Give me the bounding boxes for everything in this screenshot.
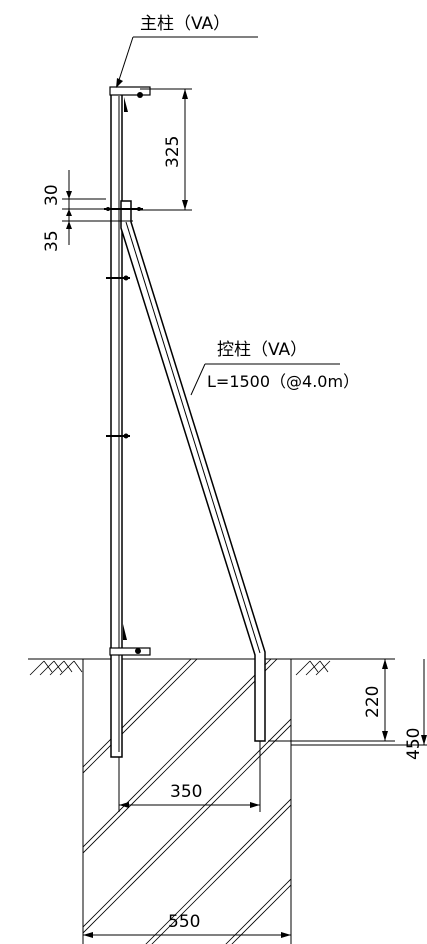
main-post-label: 主柱（VA） — [116, 14, 258, 88]
dimension-220: 220 — [268, 658, 395, 742]
dimension-550-text: 550 — [168, 912, 200, 932]
brace-length-label-text: L=1500（@4.0m） — [207, 372, 359, 391]
ground-surface — [28, 658, 331, 676]
dimension-450: 450 — [291, 659, 427, 760]
main-post-label-text: 主柱（VA） — [140, 14, 230, 34]
bolt-fittings — [104, 86, 151, 656]
dimension-220-text: 220 — [363, 686, 383, 718]
brace-post-label: 控柱（VA） L=1500（@4.0m） — [190, 340, 359, 396]
brace-post-label-text: 控柱（VA） — [217, 340, 307, 360]
main-post — [110, 89, 123, 758]
dimension-350-text: 350 — [170, 782, 202, 802]
dimension-35-text: 35 — [42, 230, 62, 252]
brace-post — [120, 200, 266, 742]
dimension-350: 350 — [118, 741, 261, 812]
dimension-325-text: 325 — [163, 136, 183, 168]
dimension-30-35: 30 35 — [42, 170, 133, 252]
dimension-325: 325 — [140, 88, 192, 211]
dimension-550: 550 — [82, 748, 292, 944]
dimension-450-text: 450 — [404, 728, 424, 760]
dimension-30-text: 30 — [42, 184, 62, 206]
